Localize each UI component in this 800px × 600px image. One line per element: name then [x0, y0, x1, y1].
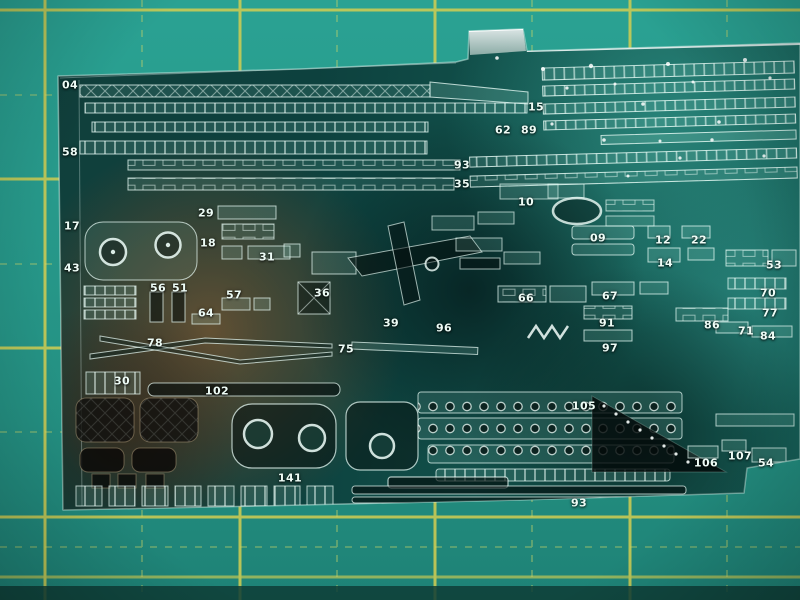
scene-drawing — [0, 0, 800, 600]
photo-vignette — [0, 0, 800, 600]
